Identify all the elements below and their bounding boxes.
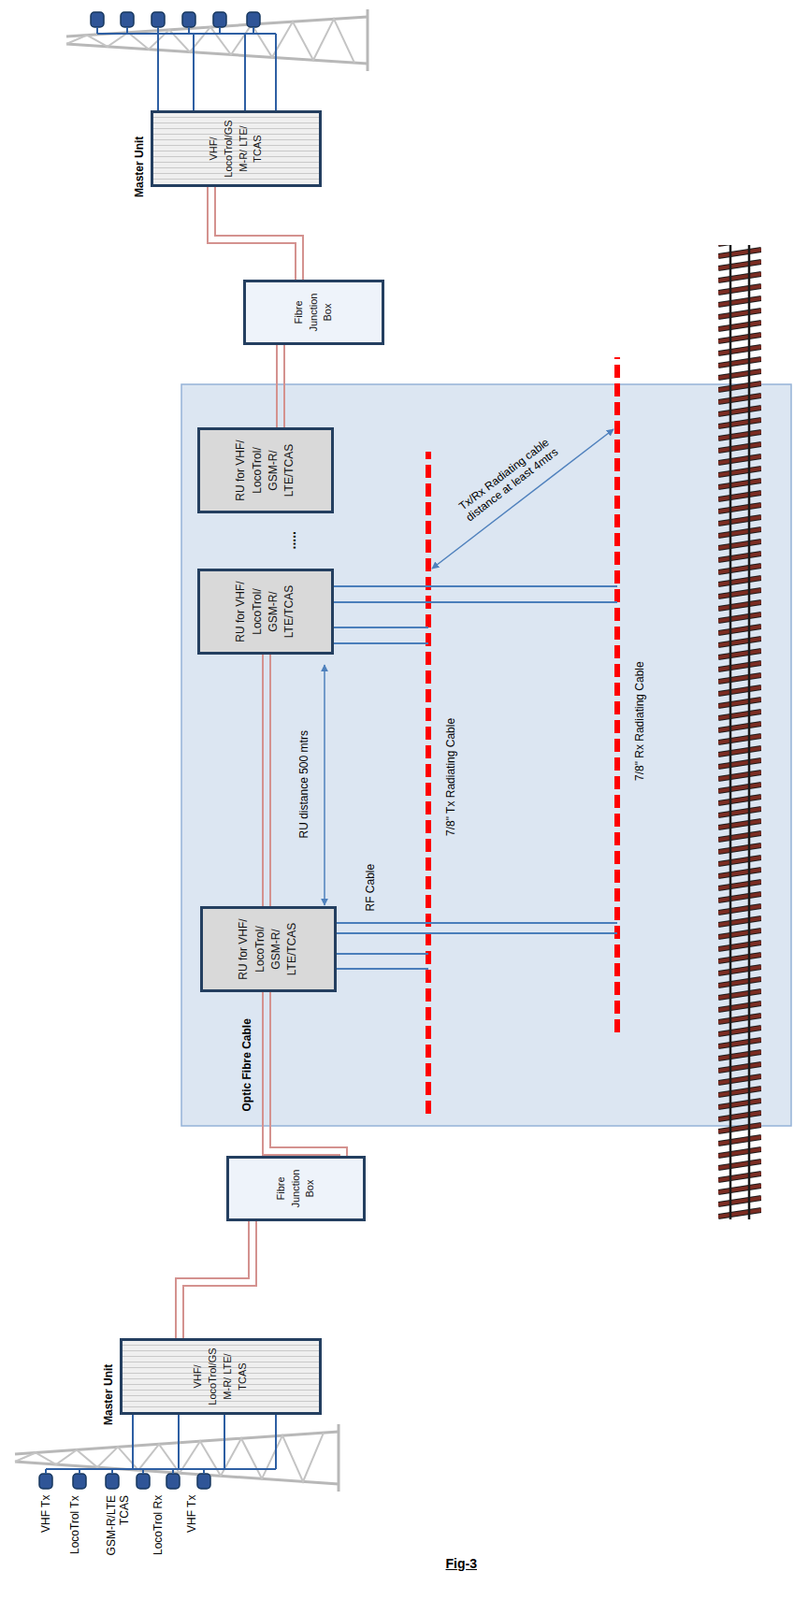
optic-fibre-connector: [262, 992, 347, 1156]
dimension-arrow: [323, 664, 326, 906]
fibre-junction-box: Fibre Junction Box: [243, 279, 385, 346]
optic-fibre-connector: [175, 1221, 257, 1339]
optic-fibre-connector: [207, 187, 304, 280]
fibre-junction-box: Fibre Junction Box: [226, 1155, 366, 1222]
remote-unit: RU for VHF/ LocoTrol/ GSM-R/ LTE/TCAS: [200, 906, 337, 993]
master-unit: Master UnitVHF/ LocoTrol/GSM-R/ LTE/ TCA…: [119, 1338, 322, 1415]
unit-label: RU for VHF/ LocoTrol/ GSM-R/ LTE/TCAS: [229, 430, 303, 511]
remote-unit: RU for VHF/ LocoTrol/ GSM-R/ LTE/TCAS: [197, 427, 334, 514]
unit-label: VHF/ LocoTrol/GSM-R/ LTE/ TCAS: [187, 1341, 255, 1413]
cable-label: Optic Fibre Cable: [240, 1018, 254, 1112]
antenna-label: VHF Tx: [39, 1495, 53, 1533]
antenna-label: GSM-R/LTE TCAS: [104, 1495, 132, 1563]
cable-label: 7/8" Tx Radiating Cable: [444, 718, 458, 837]
antenna-label: LocoTrol Tx: [68, 1495, 82, 1555]
optic-fibre-connector: [276, 345, 285, 428]
unit-label: VHF/ LocoTrol/GSM-R/ LTE/ TCAS: [202, 113, 271, 185]
dimension-label: Tx/Rx Radiating cable distance at least …: [444, 426, 573, 534]
unit-label: Fibre Junction Box: [288, 282, 341, 343]
remote-unit: RU for VHF/ LocoTrol/ GSM-R/ LTE/TCAS: [197, 568, 334, 655]
antenna-mast: [66, 9, 368, 72]
fibre-strand: [275, 345, 278, 428]
rf-cables: [317, 586, 618, 969]
coverage-panel: [181, 384, 792, 1127]
antenna-label: LocoTrol Rx: [151, 1495, 165, 1556]
fibre-strand: [183, 1221, 257, 1339]
unit-label: Fibre Junction Box: [270, 1158, 323, 1219]
antenna-mast: [14, 1424, 339, 1492]
fibre-strand: [215, 187, 304, 280]
railway-track: [718, 245, 762, 1220]
continuation-dots: .....: [283, 531, 300, 549]
fibre-strand: [270, 992, 347, 1156]
antenna-feeders: [45, 33, 276, 1470]
unit-label: RU for VHF/ LocoTrol/ GSM-R/ LTE/TCAS: [231, 909, 305, 990]
fibre-strand: [175, 1221, 249, 1339]
cable-label: 7/8" Rx Radiating Cable: [633, 661, 647, 781]
rx-radiating-cable: [614, 357, 621, 1033]
dimension-label: RU distance 500 mtrs: [297, 730, 311, 838]
optic-fibre-connector: [262, 654, 271, 907]
fibre-strand: [262, 992, 340, 1156]
unit-heading: Master Unit: [101, 1364, 116, 1426]
master-unit: Master UnitVHF/ LocoTrol/GSM-R/ LTE/ TCA…: [150, 110, 322, 188]
fibre-strand: [269, 654, 272, 907]
tx-radiating-cable: [425, 451, 432, 1114]
fibre-strand: [261, 654, 264, 907]
fibre-strand: [283, 345, 286, 428]
unit-heading: Master Unit: [132, 136, 146, 198]
fibre-strand: [207, 187, 296, 280]
figure-caption: Fig-3: [446, 1556, 477, 1572]
antennas: [39, 12, 260, 1489]
antenna-label: VHF Tx: [185, 1495, 199, 1533]
unit-label: RU for VHF/ LocoTrol/ GSM-R/ LTE/TCAS: [229, 571, 303, 652]
cable-label: RF Cable: [363, 864, 377, 912]
